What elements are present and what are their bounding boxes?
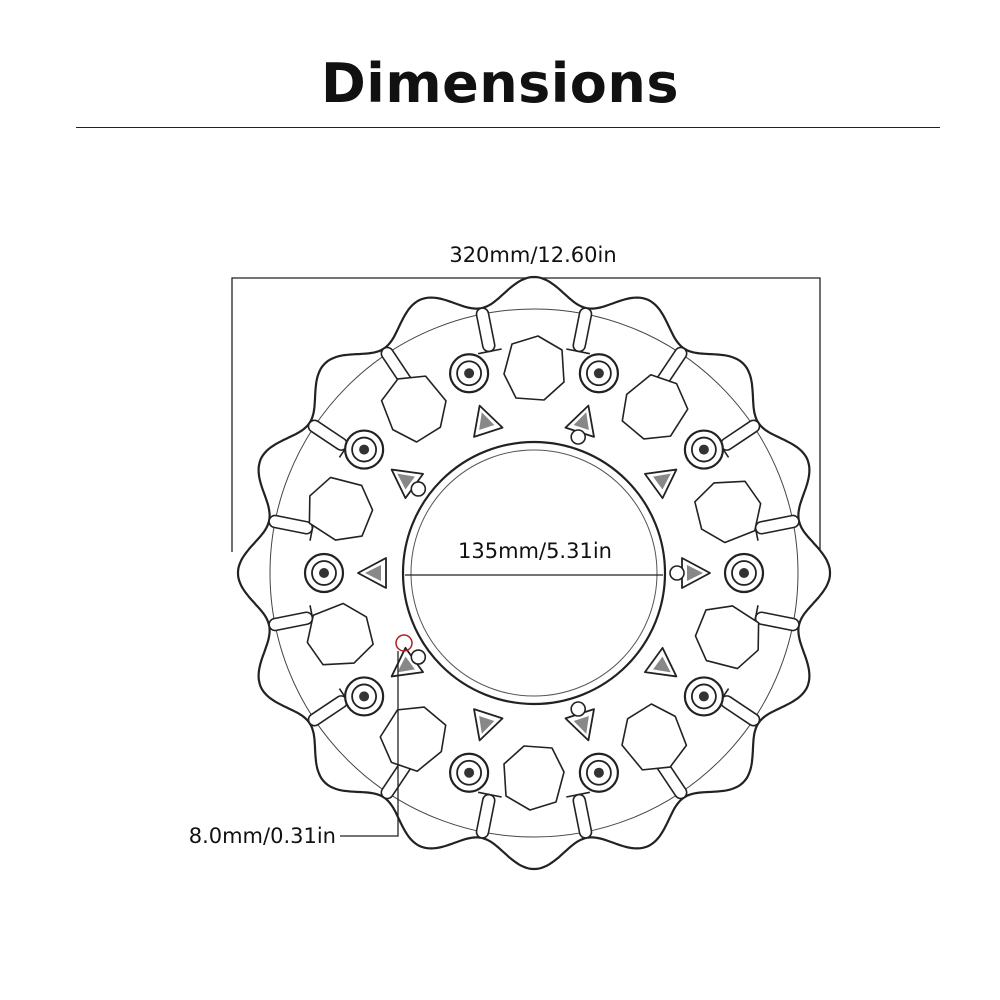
cutout-shape [694, 605, 760, 670]
button-center [739, 568, 749, 578]
small-holes [410, 429, 685, 717]
small-hole [410, 481, 427, 497]
button-center [319, 568, 329, 578]
cooling-slot [475, 791, 502, 839]
triangle-cutout [473, 404, 504, 438]
small-hole [570, 701, 586, 717]
thickness-leader-line [340, 651, 399, 837]
cutout [308, 476, 374, 541]
cutout [503, 335, 565, 401]
button-center [359, 691, 370, 702]
triangle-cutout [473, 708, 504, 742]
lightening-cutouts [306, 335, 762, 811]
cutout-shape [379, 706, 447, 772]
triangle-shade [687, 565, 703, 581]
button-center [698, 444, 709, 455]
cooling-slots [268, 307, 800, 839]
triangle-shade [397, 473, 415, 490]
button-center [593, 767, 604, 778]
triangle-shade [573, 716, 589, 734]
cooling-slot [566, 307, 593, 355]
page-title: Dimensions [320, 52, 679, 115]
triangle-cutout [357, 557, 387, 589]
triangle-cutout [644, 646, 678, 678]
rotor-inner-edge [269, 308, 799, 838]
slot-pin [477, 791, 502, 798]
center-bore-inner-ring [410, 449, 658, 697]
slot-pin [566, 791, 591, 798]
triangle-shade [397, 656, 415, 673]
title-divider [76, 127, 940, 128]
brake-rotor [236, 275, 832, 871]
triangle-cutout [644, 468, 678, 500]
small-hole [410, 649, 427, 665]
slot-pin [566, 348, 591, 355]
small-hole [570, 429, 586, 445]
cutout [694, 605, 760, 670]
cutout [621, 374, 689, 440]
outer-diameter-label: 320mm/12.60in [449, 243, 616, 267]
button-center [359, 444, 370, 455]
cutout-shape [306, 602, 374, 666]
floating-buttons [303, 353, 765, 793]
cutout [503, 745, 565, 811]
inner-diameter-dimension: 135mm/5.31in [405, 539, 663, 576]
cutout-shape [503, 335, 565, 401]
cutout-shape [503, 745, 565, 811]
cutout-shape [694, 480, 762, 544]
cutout-shape [308, 476, 374, 541]
triangle-shade [365, 565, 381, 581]
center-bore [401, 440, 667, 706]
inner-diameter-label: 135mm/5.31in [458, 539, 612, 563]
button-center [698, 691, 709, 702]
small-hole [669, 565, 685, 581]
thickness-dimension: 8.0mm/0.31in [189, 634, 413, 848]
triangle-shade [479, 716, 495, 734]
cooling-slot [566, 791, 593, 839]
cutout [379, 706, 447, 772]
triangle-shade [573, 412, 589, 430]
cutout [694, 480, 762, 544]
triangle-shade [479, 412, 495, 430]
cutout [621, 703, 688, 771]
cutout [306, 602, 374, 666]
triangle-shade [653, 656, 671, 673]
thickness-label: 8.0mm/0.31in [189, 824, 336, 848]
button-center [464, 368, 475, 379]
cutout-shape [380, 375, 447, 443]
cooling-slot [475, 307, 502, 355]
thickness-marker [395, 634, 413, 652]
cutout [380, 375, 447, 443]
triangle-shade [653, 473, 671, 490]
button-center [464, 767, 475, 778]
button-center [593, 368, 604, 379]
slot-pin [477, 348, 502, 355]
cutout-shape [621, 703, 688, 771]
cutout-shape [621, 374, 689, 440]
